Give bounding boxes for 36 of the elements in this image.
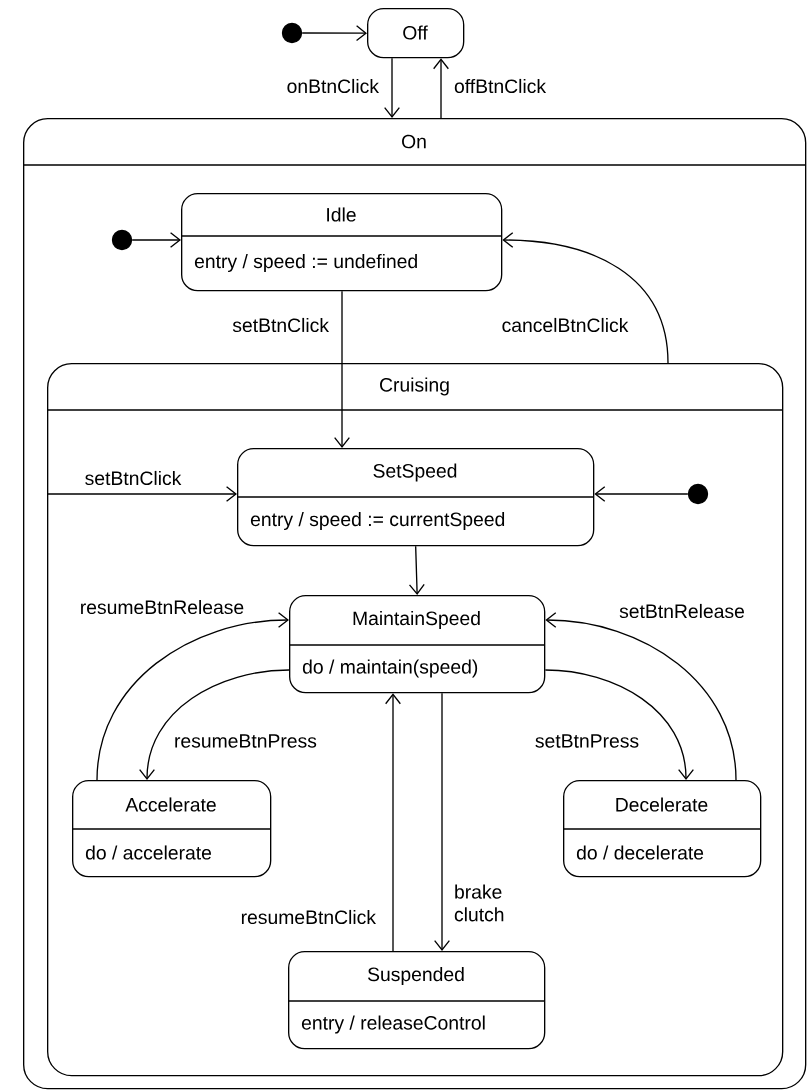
state-box: Suspended entry / releaseControl (287, 951, 546, 1050)
edge-label: cancelBtnClick (500, 316, 630, 334)
edge-label: onBtnClick (285, 77, 381, 95)
transition-arrow (46, 486, 237, 502)
edge-label: setBtnPress (533, 732, 641, 750)
transition-arrow (433, 58, 449, 119)
transition-arrow (139, 669, 290, 780)
transition-arrow (334, 290, 350, 448)
edge-label: resumeBtnRelease (78, 598, 246, 616)
edge-label: resumeBtnPress (172, 732, 319, 750)
edge-label: setBtnClick (83, 469, 183, 487)
transition-arrow (545, 612, 737, 781)
edge-label: setBtnClick (230, 316, 331, 334)
edge-label: offBtnClick (452, 77, 548, 95)
transition-arrow (408, 545, 425, 595)
initial-state-dot (281, 22, 303, 44)
edge-label: setBtnRelease (617, 602, 747, 620)
transition-arrow (131, 232, 181, 248)
transition-arrow (594, 486, 689, 502)
transition-arrow (434, 692, 450, 951)
initial-state-dot (687, 483, 709, 505)
state-box: SetSpeed entry / speed := currentSpeed (236, 448, 595, 547)
transition-arrow (502, 232, 669, 364)
state-box: Accelerate do / accelerate (71, 780, 272, 878)
state-box: Off (367, 8, 465, 59)
transition-arrow (385, 693, 401, 952)
state-box: MaintainSpeed do / maintain(speed) (288, 595, 546, 694)
edge-label: brake clutch (452, 883, 512, 923)
state-box: Decelerate do / decelerate (562, 780, 762, 878)
initial-state-dot (111, 229, 133, 251)
transition-arrow (544, 669, 694, 780)
state-box: Idle entry / speed := undefined (180, 193, 503, 292)
transition-arrow (384, 57, 400, 118)
transition-arrow (301, 25, 367, 42)
edge-label: resumeBtnClick (239, 908, 378, 926)
transition-arrow (96, 612, 289, 781)
